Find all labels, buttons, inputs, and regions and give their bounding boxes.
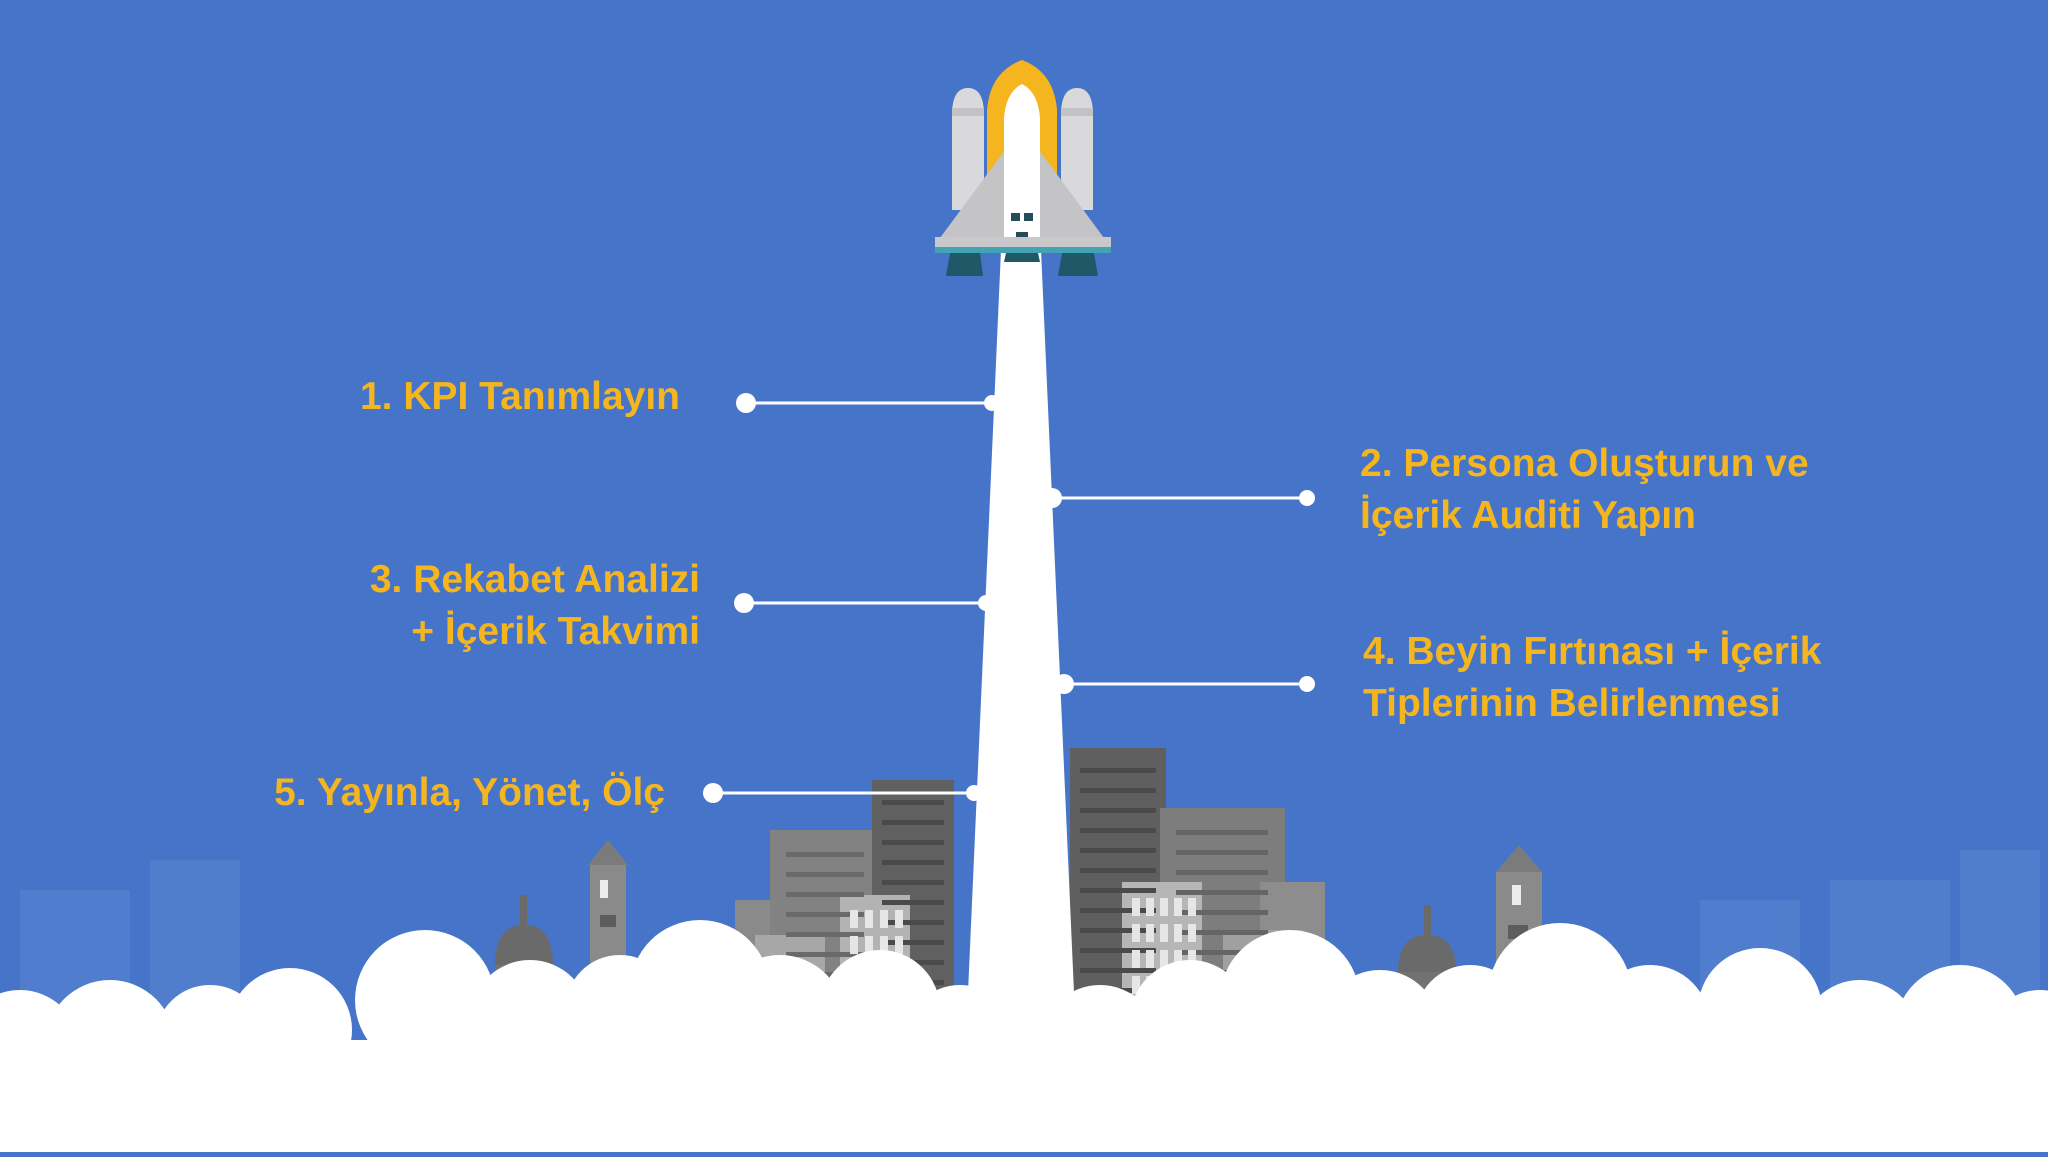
connector-dot [1299, 676, 1315, 692]
rocket-exhaust-trail [965, 250, 1077, 1060]
connector-dot [736, 393, 756, 413]
step-3-line-2: + İçerik Takvimi [411, 610, 700, 653]
window-stripe [1080, 888, 1156, 893]
window [1132, 950, 1140, 968]
connector-dot [966, 785, 982, 801]
window-stripe [1080, 788, 1156, 793]
window-stripe [786, 912, 864, 917]
window [850, 910, 858, 928]
window-stripe [1176, 870, 1268, 875]
cloud-puff [470, 960, 590, 1080]
connector-dot [1042, 488, 1062, 508]
window [1188, 950, 1196, 968]
window-stripe [1080, 908, 1156, 913]
connector-dot [984, 395, 1000, 411]
step-1-line-1: 1. KPI Tanımlayın [359, 375, 680, 418]
cloud-puff [355, 930, 495, 1070]
window-stripe [1176, 850, 1268, 855]
window [1132, 898, 1140, 916]
window [1146, 898, 1154, 916]
step-4-label: 4. Beyin Fırtınası + İçerik Tiplerinin B… [1363, 626, 1943, 730]
cloud-puff [1800, 980, 1920, 1100]
cloud-puff [45, 980, 175, 1110]
window-stripe [786, 952, 864, 957]
rocket-icon [935, 60, 1111, 276]
cloud-puff [228, 968, 352, 1092]
window-stripe [882, 860, 944, 865]
window [1146, 950, 1154, 968]
window-stripe [882, 940, 944, 945]
window-stripe [882, 880, 944, 885]
clouds [0, 920, 2048, 1152]
window [1146, 924, 1154, 942]
window-stripe [882, 820, 944, 825]
window-stripe [1176, 890, 1268, 895]
window-stripe [1080, 968, 1156, 973]
cloud-puff [715, 955, 845, 1085]
step-5-label: 5. Yayınla, Yönet, Ölç [180, 767, 665, 819]
step-4-line-1: 4. Beyin Fırtınası + İçerik [1363, 630, 1822, 673]
window-stripe [882, 800, 944, 805]
window [865, 910, 873, 928]
step-3-label: 3. Rekabet Analizi + İçerik Takvimi [250, 554, 700, 658]
connector-dot [1299, 490, 1315, 506]
step-2-label: 2. Persona Oluşturun ve İçerik Auditi Ya… [1360, 438, 1880, 542]
step-3-line-1: 3. Rekabet Analizi [369, 558, 700, 601]
cloud-puff [1985, 990, 2048, 1100]
window [1160, 898, 1168, 916]
window-stripe [1080, 828, 1156, 833]
connector-dot [1054, 674, 1074, 694]
cloud-puff [1698, 948, 1822, 1072]
window-stripe [786, 892, 864, 897]
connector-dot [703, 783, 723, 803]
window [880, 910, 888, 928]
window [865, 936, 873, 954]
window-stripe [882, 900, 944, 905]
step-5-line-1: 5. Yayınla, Yönet, Ölç [274, 771, 665, 814]
step-2-line-1: 2. Persona Oluşturun ve [1360, 442, 1809, 485]
window-stripe [1080, 928, 1156, 933]
window-stripe [1080, 948, 1156, 953]
connector-dot [978, 595, 994, 611]
window [1188, 898, 1196, 916]
window [1160, 950, 1168, 968]
cloud-puff [1130, 960, 1250, 1080]
window-stripe [1080, 848, 1156, 853]
window [895, 936, 903, 954]
window-stripe [786, 852, 864, 857]
window [1174, 950, 1182, 968]
step-1-label: 1. KPI Tanımlayın [330, 371, 680, 423]
window-stripe [882, 840, 944, 845]
window-stripe [1176, 910, 1268, 915]
window [1174, 898, 1182, 916]
window [1174, 924, 1182, 942]
window-stripe [1176, 950, 1268, 955]
window [850, 936, 858, 954]
window-stripe [786, 872, 864, 877]
window [1132, 976, 1140, 994]
step-connectors [703, 393, 1315, 803]
window-stripe [1080, 868, 1156, 873]
window-stripe [1176, 830, 1268, 835]
window-stripe [786, 932, 864, 937]
cloud-puff [1320, 970, 1440, 1090]
window-stripe [1080, 768, 1156, 773]
step-4-line-2: Tiplerinin Belirlenmesi [1363, 682, 1781, 725]
cloud-puff [1040, 985, 1160, 1105]
window [1160, 924, 1168, 942]
step-2-line-2: İçerik Auditi Yapın [1360, 494, 1696, 537]
window-stripe [1080, 808, 1156, 813]
cloud-puff [1590, 965, 1710, 1085]
window [895, 910, 903, 928]
window [880, 936, 888, 954]
window [1188, 924, 1196, 942]
window-stripe [1176, 930, 1268, 935]
connector-dot [734, 593, 754, 613]
cloud-puff [905, 985, 1015, 1095]
window [1132, 924, 1140, 942]
window-stripe [882, 920, 944, 925]
